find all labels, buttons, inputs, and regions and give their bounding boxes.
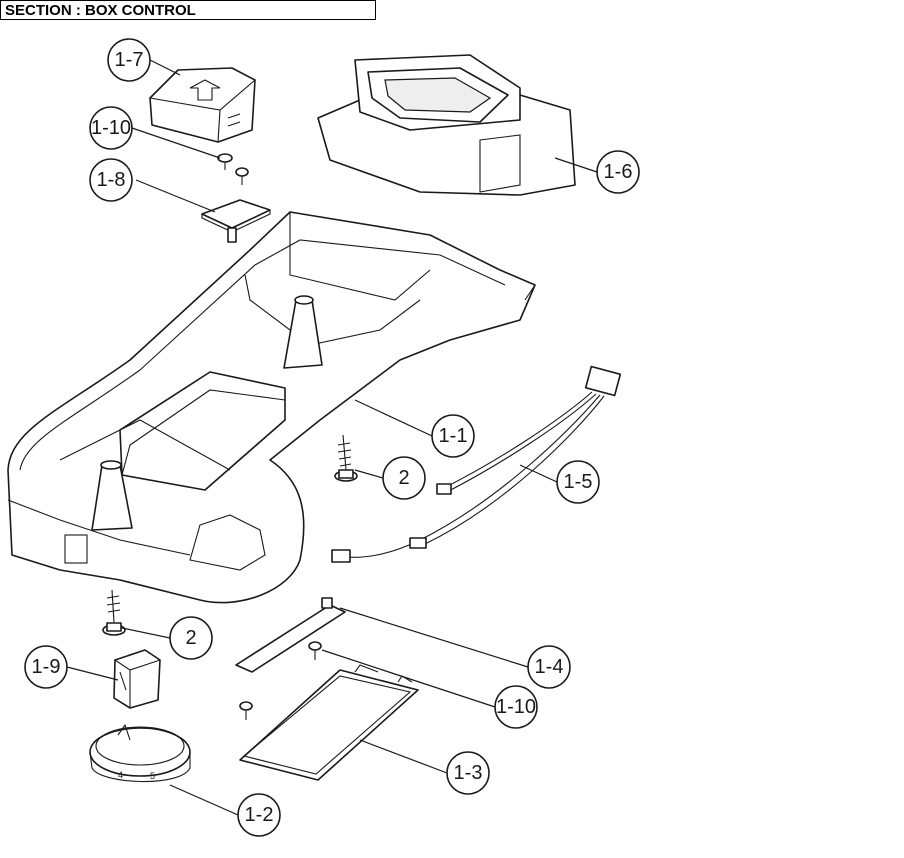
callout-label: 2	[185, 627, 196, 649]
control-cover	[149, 67, 256, 143]
callout-label: 1-3	[454, 762, 483, 784]
section-header: SECTION : BOX CONTROL	[0, 0, 376, 20]
knob-ring: 4 5	[89, 723, 191, 783]
screw-lower-cover	[239, 641, 322, 720]
knob-mark-4: 4	[118, 770, 123, 780]
wire-harness	[331, 365, 622, 563]
callout-label: 1-8	[97, 169, 126, 191]
section-title: SECTION : BOX CONTROL	[5, 2, 196, 19]
callout-1-5: 1-5	[556, 460, 600, 504]
sensor-plate	[235, 597, 346, 673]
callout-1-8: 1-8	[89, 158, 133, 202]
callout-2-lower: 2	[169, 616, 213, 660]
callout-1-9: 1-9	[24, 645, 68, 689]
screw-upper	[334, 434, 358, 482]
callout-1-6: 1-6	[596, 150, 640, 194]
knob-mark-5: 5	[150, 771, 155, 781]
callout-label: 1-5	[564, 471, 593, 493]
callout-1-10-top: 1-10	[89, 106, 133, 150]
box-control-body	[7, 211, 536, 604]
callout-2-upper: 2	[382, 456, 426, 500]
callout-label: 1-2	[245, 804, 274, 826]
callout-label: 1-4	[535, 656, 564, 678]
top-cover-assembly	[317, 54, 576, 196]
switch	[113, 649, 161, 709]
callout-1-7: 1-7	[107, 38, 151, 82]
callout-label: 1-10	[496, 696, 536, 718]
callout-1-3: 1-3	[446, 751, 490, 795]
bottom-cover	[239, 664, 419, 781]
screw-lower	[102, 589, 126, 636]
callout-1-10-lower: 1-10	[494, 685, 538, 729]
callout-label: 2	[398, 467, 409, 489]
callout-label: 1-10	[91, 117, 131, 139]
callout-label: 1-9	[32, 656, 61, 678]
callout-label: 1-1	[439, 425, 468, 447]
callout-1-1: 1-1	[431, 414, 475, 458]
pcb-board	[201, 199, 271, 243]
callout-label: 1-6	[604, 161, 633, 183]
callout-label: 1-7	[115, 49, 144, 71]
callout-1-4: 1-4	[527, 645, 571, 689]
callout-1-2: 1-2	[237, 793, 281, 837]
leader-lines	[66, 59, 598, 816]
screw-top	[217, 153, 249, 185]
